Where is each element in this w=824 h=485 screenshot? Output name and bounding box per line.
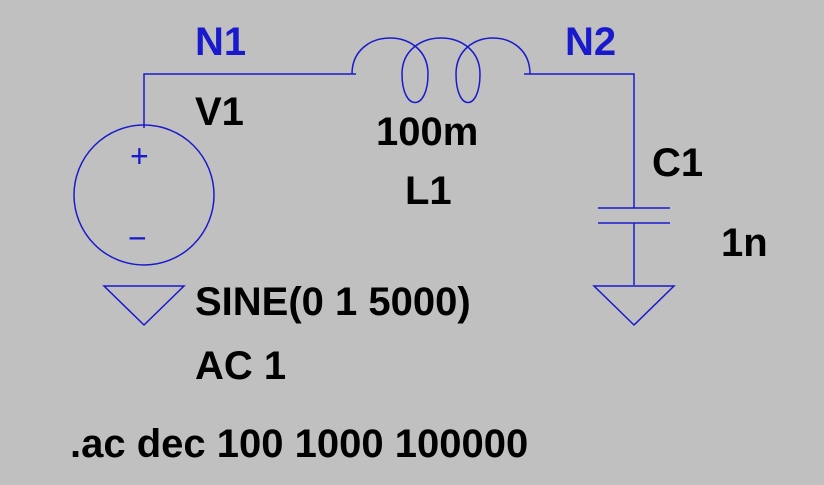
c1-value-label: 1n	[721, 221, 768, 265]
v1-ac-label: AC 1	[195, 344, 287, 388]
v1-plus-sign: +	[130, 138, 149, 174]
capacitor-c1-symbol	[598, 207, 670, 224]
inductor-l1-symbol	[351, 37, 531, 104]
v1-name-label: V1	[195, 90, 244, 134]
ground-c1-symbol	[592, 285, 676, 327]
spice-directive: .ac dec 100 1000 100000	[70, 422, 529, 466]
ground-v1-symbol	[102, 285, 186, 327]
wire-v1-to-n1	[143, 73, 356, 128]
l1-name-label: L1	[405, 169, 452, 213]
net-label-n1: N1	[195, 20, 247, 64]
v1-value-label: SINE(0 1 5000)	[195, 280, 471, 324]
c1-name-label: C1	[652, 141, 704, 185]
voltage-source-v1-symbol	[73, 124, 215, 266]
v1-minus-sign: −	[128, 220, 147, 256]
l1-value-label: 100m	[376, 110, 479, 154]
net-label-n2: N2	[565, 20, 617, 64]
wire-n2-to-c1	[524, 73, 635, 208]
